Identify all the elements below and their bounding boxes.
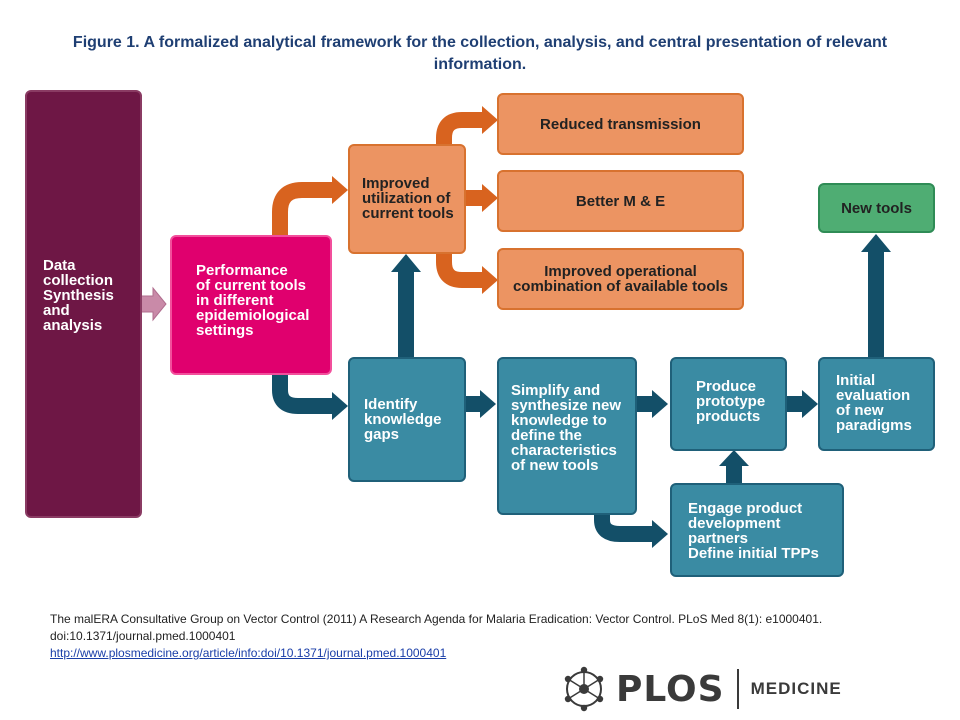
arrowhead-gaps-to-simplify bbox=[480, 390, 496, 418]
citation-link[interactable]: http://www.plosmedicine.org/article/info… bbox=[50, 646, 447, 660]
arrowhead-evaluation-to-new-tools bbox=[861, 234, 891, 252]
arrowhead-utilization-to-operational bbox=[482, 266, 498, 294]
node-initial-evaluation: Initial evaluation of new paradigms bbox=[818, 357, 935, 451]
node-reduced-transmission: Reduced transmission bbox=[497, 93, 744, 155]
node-better-me: Better M & E bbox=[497, 170, 744, 232]
node-performance: Performance of current tools in differen… bbox=[170, 235, 332, 375]
arrowhead-utilization-to-reduced bbox=[482, 106, 498, 134]
arrow-utilization-to-reduced bbox=[436, 112, 486, 150]
arrow-data-to-performance bbox=[140, 286, 167, 322]
node-engage-partners: Engage product development partners Defi… bbox=[670, 483, 844, 577]
arrow-simplify-to-produce bbox=[636, 396, 654, 412]
logo-plos-text: PLOS bbox=[616, 668, 725, 710]
arrow-evaluation-to-new-tools bbox=[868, 250, 884, 358]
node-data-collection: Data collection Synthesis and analysis bbox=[25, 90, 142, 518]
logo-medicine-text: MEDICINE bbox=[750, 679, 842, 698]
plos-network-icon bbox=[564, 666, 604, 712]
arrow-produce-to-evaluation bbox=[786, 396, 804, 412]
arrow-engage-to-produce bbox=[726, 464, 742, 486]
arrowhead-simplify-to-engage bbox=[652, 520, 668, 548]
arrowhead-performance-to-utilization bbox=[332, 176, 348, 204]
arrow-performance-to-gaps bbox=[272, 374, 336, 414]
arrowhead-gaps-to-utilization bbox=[391, 254, 421, 272]
arrow-gaps-to-utilization bbox=[398, 270, 414, 358]
citation-line-2: doi:10.1371/journal.pmed.1000401 bbox=[50, 629, 236, 643]
arrow-utilization-to-better-me bbox=[464, 190, 484, 206]
node-identify-gaps: Identify knowledge gaps bbox=[348, 357, 466, 482]
arrowhead-simplify-to-produce bbox=[652, 390, 668, 418]
plos-medicine-logo: PLOS MEDICINE bbox=[560, 664, 860, 714]
arrow-performance-to-utilization bbox=[272, 182, 336, 236]
arrowhead-produce-to-evaluation bbox=[802, 390, 818, 418]
arrowhead-utilization-to-better-me bbox=[482, 184, 498, 212]
logo-separator bbox=[736, 669, 739, 709]
node-produce-prototype: Produce prototype products bbox=[670, 357, 787, 451]
citation-line-1: The malERA Consultative Group on Vector … bbox=[50, 612, 823, 626]
arrowhead-performance-to-gaps bbox=[332, 392, 348, 420]
arrowhead-engage-to-produce bbox=[719, 450, 749, 466]
arrow-utilization-to-operational bbox=[436, 252, 486, 288]
figure-title: Figure 1. A formalized analytical framew… bbox=[72, 34, 888, 73]
arrow-gaps-to-simplify bbox=[464, 396, 482, 412]
node-new-tools: New tools bbox=[818, 183, 935, 233]
node-improved-utilization: Improved utilization of current tools bbox=[348, 144, 466, 254]
citation: The malERA Consultative Group on Vector … bbox=[50, 611, 930, 662]
node-improved-operational: Improved operational combination of avai… bbox=[497, 248, 744, 310]
node-simplify: Simplify and synthesize new knowledge to… bbox=[497, 357, 637, 515]
arrow-simplify-to-engage bbox=[594, 514, 654, 542]
